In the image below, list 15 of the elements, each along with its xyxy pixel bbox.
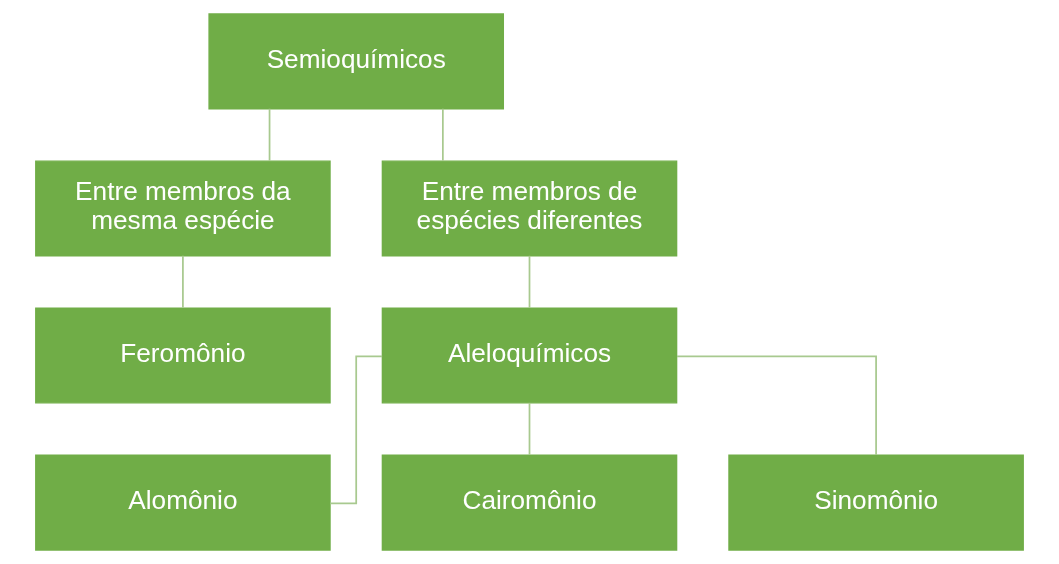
node-box: Feromônio (35, 307, 331, 404)
connector (528, 254, 531, 309)
node-box: Semioquímicos (208, 13, 505, 110)
connector (268, 107, 271, 162)
connector (676, 355, 877, 456)
connector (441, 107, 444, 162)
connector (528, 402, 531, 456)
node-box: Sinomônio (728, 454, 1024, 551)
node-box: Alomônio (35, 454, 331, 551)
node-box: Entre membros de espécies diferentes (381, 160, 678, 257)
node-box: Cairomônio (381, 454, 678, 551)
node-box: Aleloquímicos (381, 307, 678, 404)
connector (329, 355, 384, 505)
node-box: Entre membros da mesma espécie (35, 160, 331, 257)
connector (182, 254, 184, 309)
